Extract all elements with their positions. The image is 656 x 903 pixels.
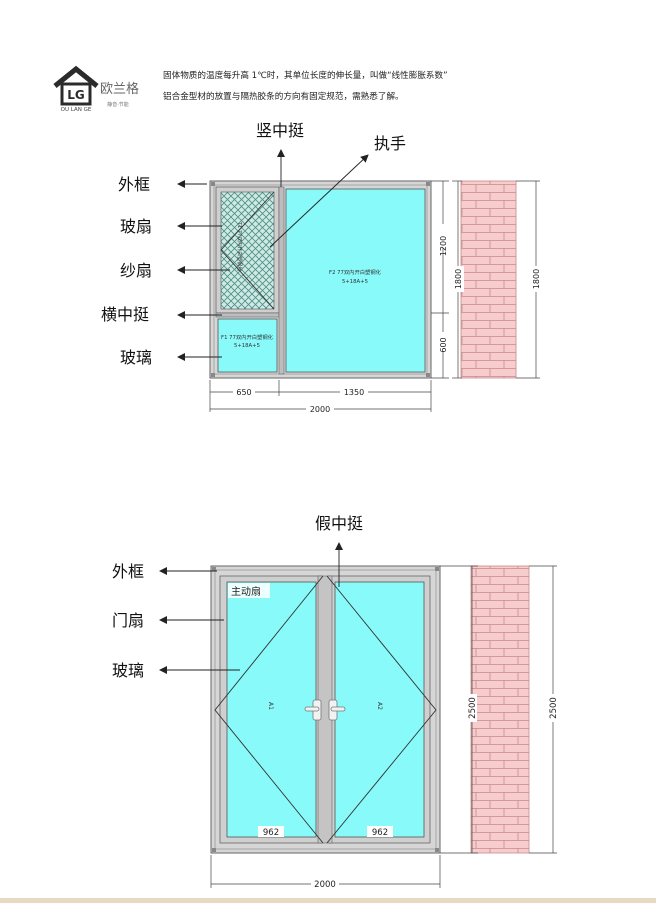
header-text-line-2: 铝合金型材的放置与隔热胶条的方向有固定规范，需熟悉了解。 <box>163 90 404 102</box>
brand-slogan: 静音·节能 <box>107 101 129 108</box>
dim-upper: 1200 <box>439 236 448 256</box>
house-roof-icon <box>53 65 99 88</box>
logo-letters: LG <box>67 88 85 102</box>
callout-glass-sash: 玻扇 <box>120 217 152 236</box>
brick-wall-door <box>470 565 530 854</box>
door-diagram: 主动扇 A1 A2 962 962 2500 2500 <box>112 514 559 890</box>
callout-door-frame: 外框 <box>112 562 144 581</box>
dim-width-right: 1350 <box>344 388 364 397</box>
callout-arrow-handle <box>269 154 369 248</box>
leaf-right-label: A2 <box>376 702 383 710</box>
window-mullion <box>278 186 285 375</box>
brand-logo: LG OU LAN GE <box>53 65 99 113</box>
door-dim-width-total: 2000 <box>314 880 336 890</box>
pane-small-line-2: 5+18A+5 <box>234 343 260 349</box>
callout-door-leaf: 门扇 <box>112 611 144 630</box>
pane-large-line-1: F2 77双内开白塑钢化 <box>329 268 382 276</box>
active-leaf-label: 主动扇 <box>231 585 261 598</box>
leaf-left-label: A1 <box>267 702 274 710</box>
pane-large-line-2: 5+18A+5 <box>342 279 368 285</box>
transom-bar <box>215 312 280 318</box>
dim-leaf-right: 962 <box>372 828 388 838</box>
callout-screen-sash: 纱扇 <box>120 261 152 280</box>
callout-door-glass: 玻璃 <box>112 661 144 680</box>
callout-glass: 玻璃 <box>120 348 152 367</box>
callout-outer-frame: 外框 <box>118 175 150 194</box>
dim-lower: 600 <box>439 337 448 352</box>
header-text-line-1: 固体物质的温度每升高 1℃时，其单位长度的伸长量，叫做“线性膨胀系数” <box>163 69 448 81</box>
dim-height-outer: 1800 <box>532 269 541 289</box>
callout-handle: 执手 <box>374 134 406 153</box>
window-glass-large <box>285 188 426 373</box>
window-glass-small <box>217 318 278 373</box>
house-body-icon <box>60 82 92 106</box>
window-diagram: T1 77双内开白塑钢化 F1 77双内开白塑钢化 5+18A+5 F2 77双… <box>101 121 542 415</box>
bottom-rule <box>0 898 656 903</box>
brand-name: 欧兰格 <box>100 81 139 97</box>
pane-small-line-1: F1 77双内开白塑钢化 <box>221 333 274 341</box>
dim-width-left: 650 <box>236 388 251 397</box>
brick-wall <box>460 180 517 379</box>
door-dim-height-outer: 2500 <box>549 697 559 719</box>
active-leaf-tag <box>228 583 270 598</box>
sash-opening-line <box>220 191 275 310</box>
callout-transom: 横中挺 <box>101 305 149 324</box>
door-glass-left <box>226 581 317 838</box>
callout-mullion: 竖中挺 <box>256 121 304 140</box>
door-glass-right <box>334 581 425 838</box>
dim-leaf-left: 962 <box>263 828 279 838</box>
logo-subtext: OU LAN GE <box>61 107 92 113</box>
sash-rotated-text: T1 77双内开白塑钢化 <box>236 221 243 271</box>
door-dim-height-inner: 2500 <box>468 697 478 719</box>
door-handle-icon <box>304 699 346 721</box>
callout-false-mullion: 假中挺 <box>315 514 363 533</box>
dim-width-total: 2000 <box>310 405 330 414</box>
door-opening-line-left <box>214 575 324 844</box>
screen-mesh <box>220 191 275 310</box>
door-opening-line-right <box>326 575 437 844</box>
dim-height-inner: 1800 <box>454 269 463 289</box>
